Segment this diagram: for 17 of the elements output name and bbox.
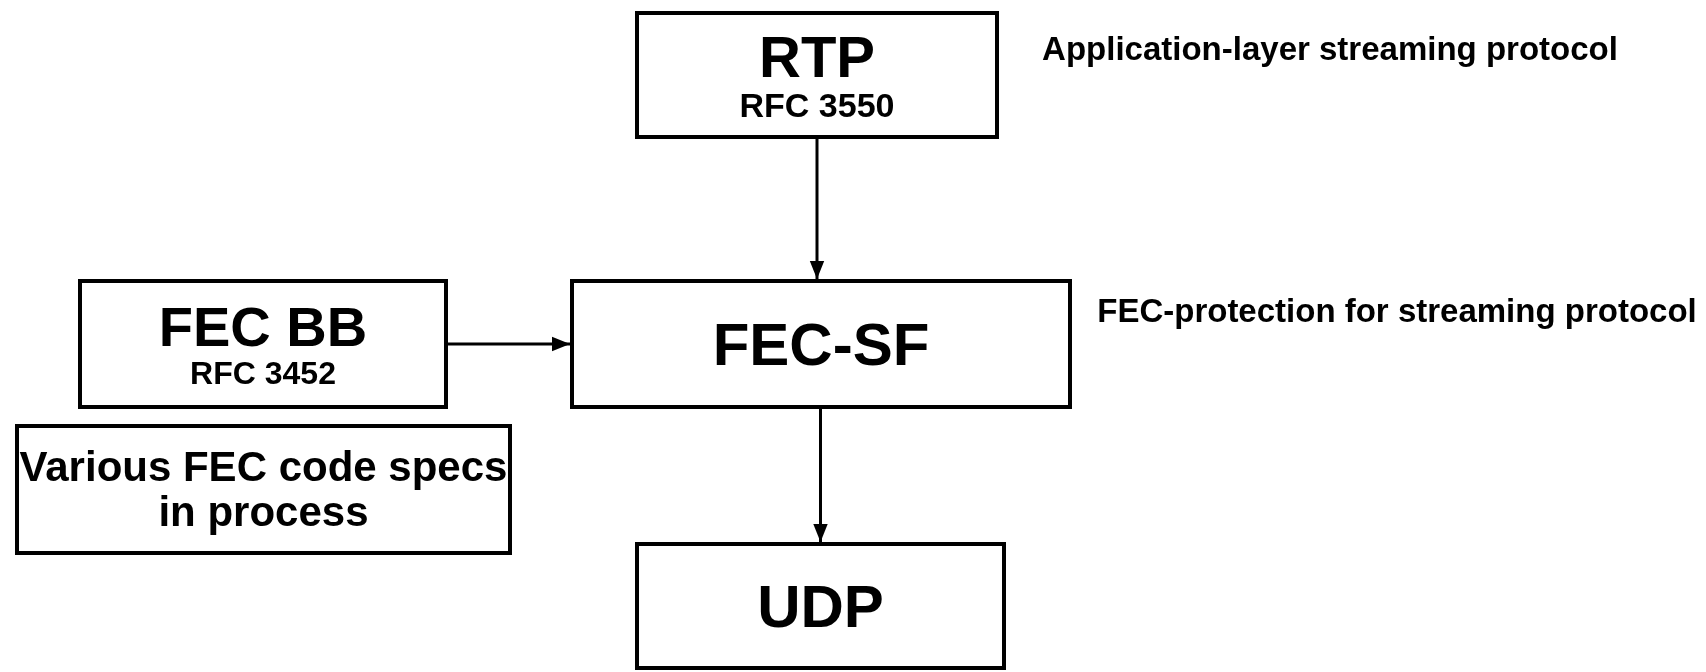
box-title: UDP [757,574,884,638]
arrow [809,139,825,279]
process-box [78,279,448,409]
box-title: Various FEC code specs in process [19,445,508,534]
description-text: FEC-protection for streaming protocol [1096,291,1698,331]
box-title: FEC BB [158,297,368,357]
box-title: RTP [759,26,875,88]
arrow [448,336,570,352]
box-title: FEC-SF [712,312,930,376]
process-box [15,424,512,555]
process-box [635,542,1006,670]
process-box [570,279,1072,409]
rfc-number: RFC 3550 [739,87,895,124]
process-box [635,11,999,139]
arrow [813,409,828,542]
description-text: Application-layer streaming protocol [1041,29,1619,69]
rfc-number: RFC 3452 [190,356,336,391]
